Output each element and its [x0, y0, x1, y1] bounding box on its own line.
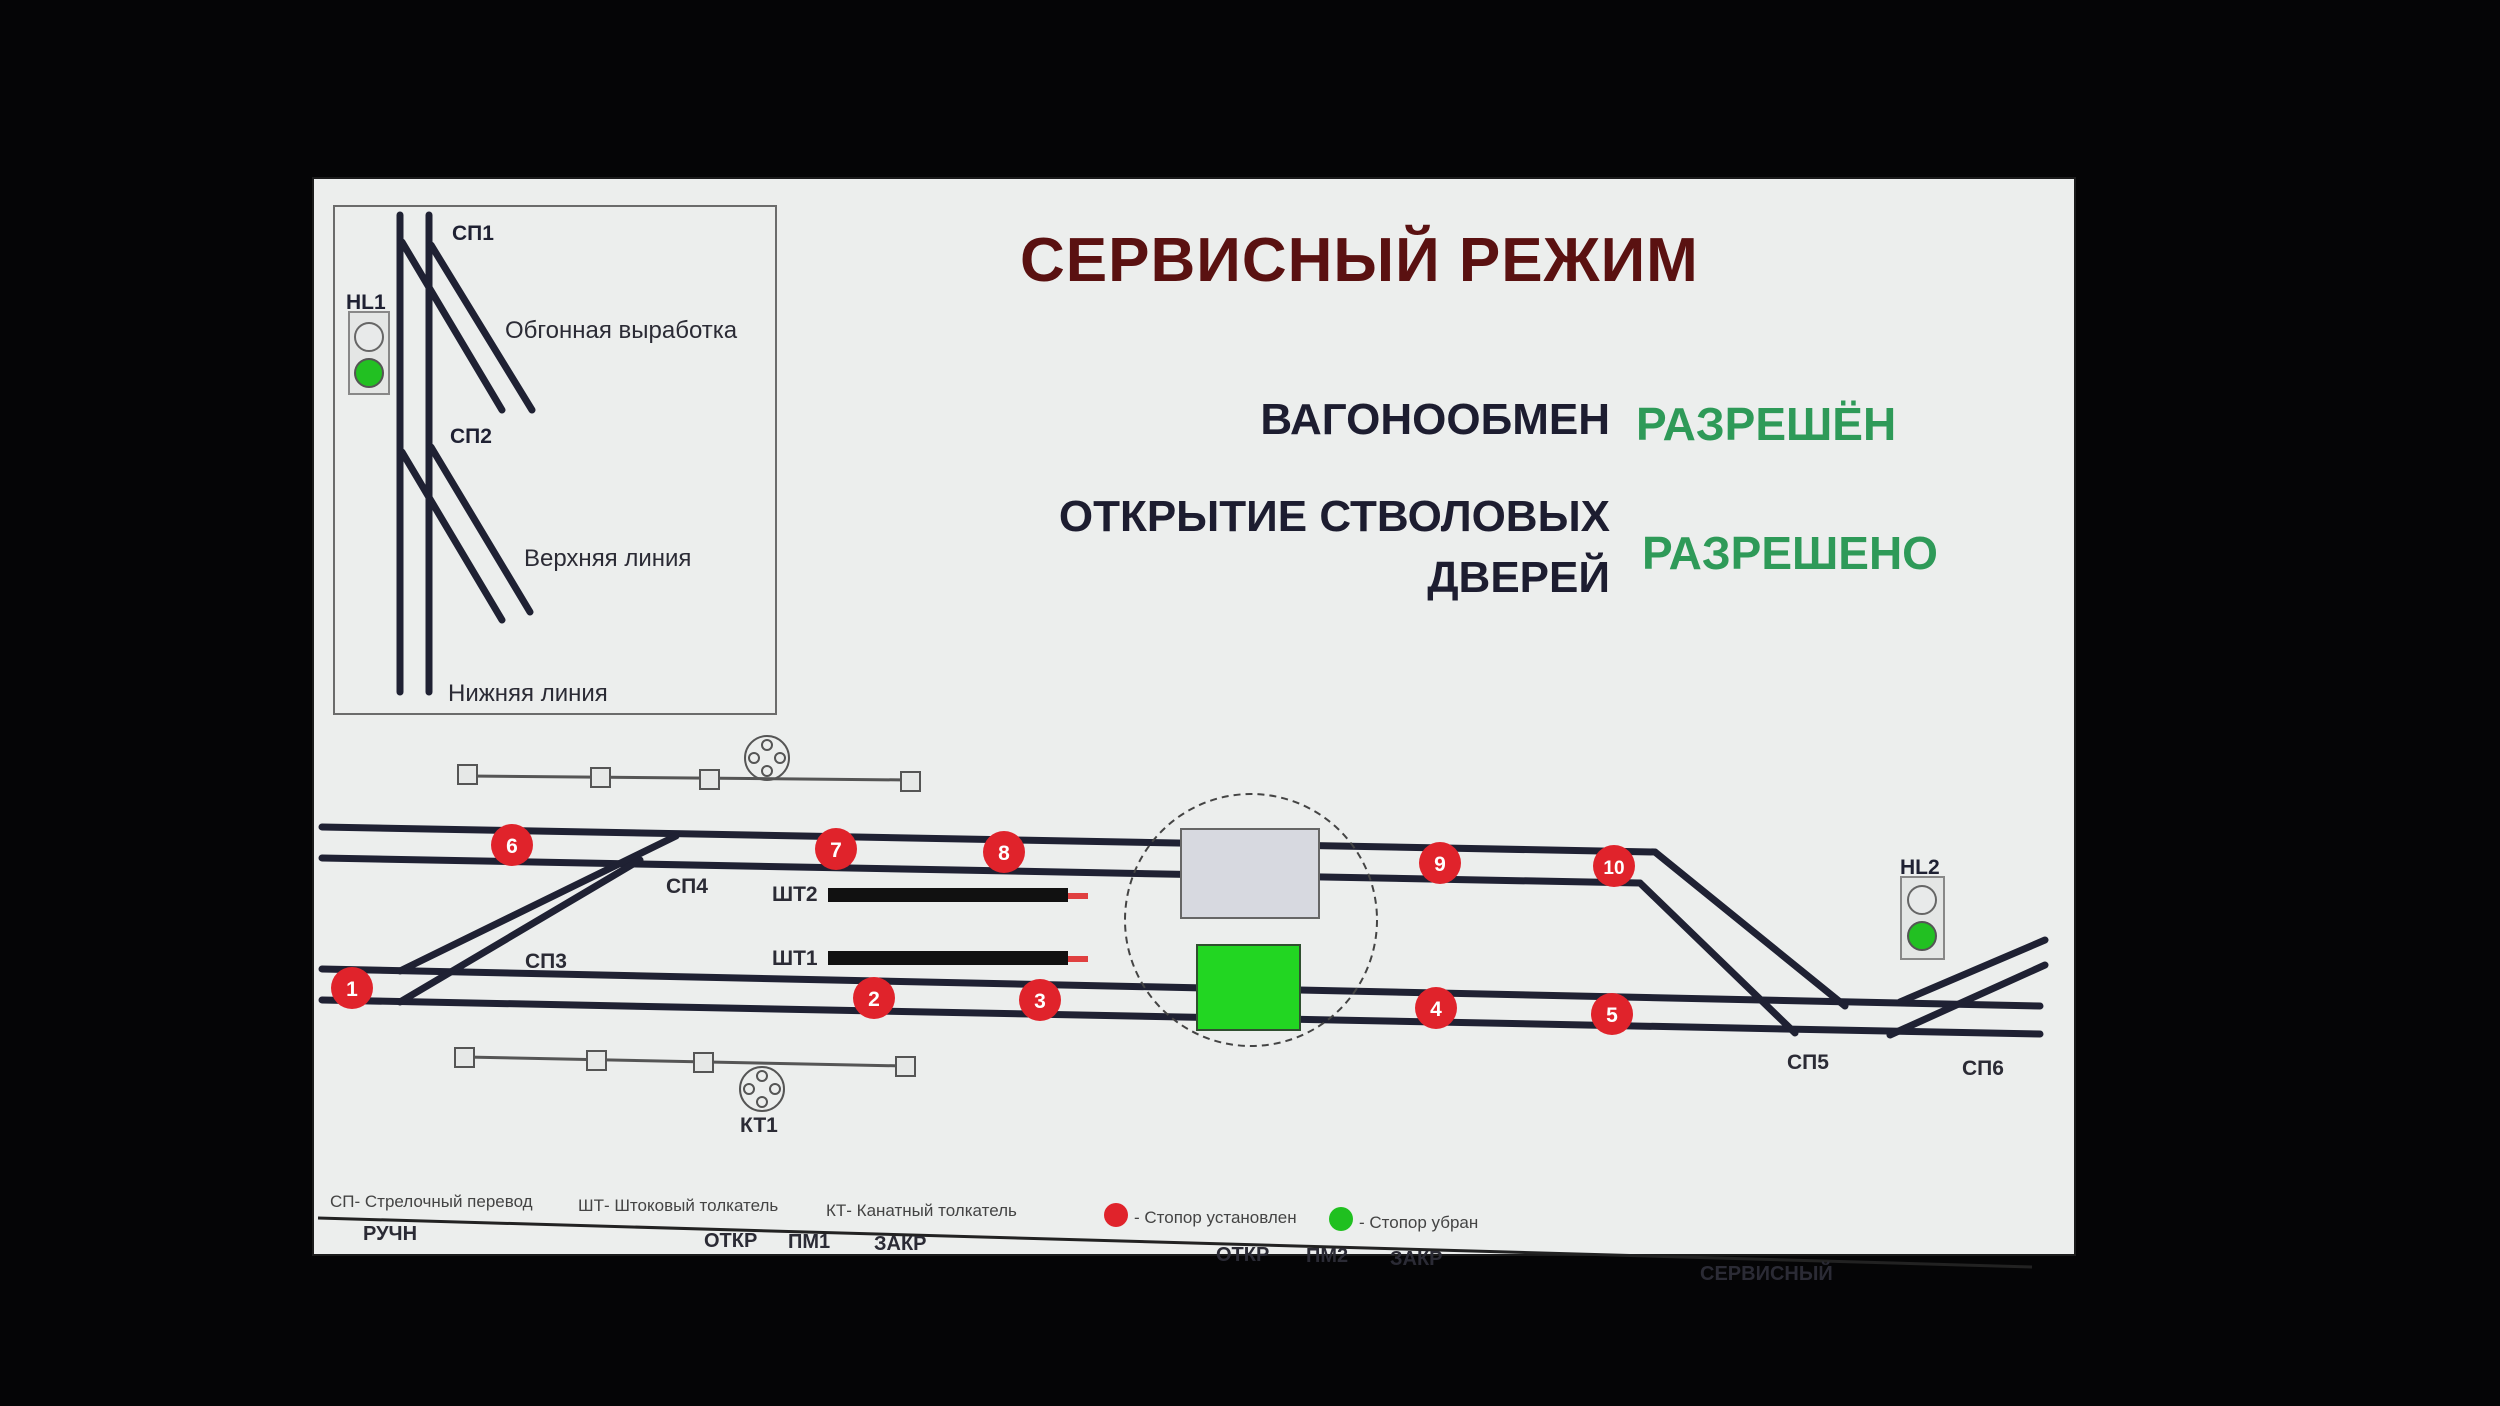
switch-sp3-label: СП3: [525, 950, 567, 973]
sht2-label: ШТ2: [772, 883, 818, 906]
door2-close-label: ЗАКР: [1390, 1248, 1443, 1270]
stopper-3[interactable]: 3: [1019, 979, 1061, 1021]
legend-stopper-removed-icon: [1329, 1207, 1353, 1231]
inset-panel: HL1 СП1 СП2 Обгонная выработка Верхняя л…: [333, 205, 777, 715]
legend-sp: СП- Стрелочный перевод: [330, 1192, 533, 1211]
hmi-screen: [312, 177, 2076, 1256]
shaft-cage: [1124, 793, 1378, 1047]
stopper-10-number: 10: [1603, 858, 1624, 879]
stopper-2[interactable]: 2: [853, 977, 895, 1019]
upper-rope-pusher: [457, 735, 921, 792]
hl1-signal: [348, 311, 390, 395]
hl1-label: HL1: [346, 291, 386, 314]
bottom-bar-divider: [317, 1216, 2033, 1269]
wagon-exchange-status: РАЗРЕШЁН: [1636, 398, 1897, 450]
door-open-status: РАЗРЕШЕНО: [1642, 527, 1938, 579]
kt1-label: КТ1: [740, 1114, 778, 1137]
stopper-7[interactable]: 7: [815, 828, 857, 870]
track-upper-label: Верхняя линия: [524, 545, 691, 572]
stopper-1[interactable]: 1: [331, 967, 373, 1009]
legend-stopper-set: - Стопор установлен: [1134, 1208, 1297, 1227]
stopper-8-number: 8: [998, 842, 1010, 865]
legend-stopper-set-icon: [1104, 1203, 1128, 1227]
door-open-label-line2: ДВЕРЕЙ: [1427, 553, 1610, 602]
track-lower-label: Нижняя линия: [448, 680, 608, 707]
door2-open-label: ОТКР: [1216, 1244, 1269, 1266]
sht1-label: ШТ1: [772, 947, 818, 970]
switch-sp6-label: СП6: [1962, 1057, 2004, 1080]
legend-kt: КТ- Канатный толкатель: [826, 1201, 1017, 1220]
stopper-4[interactable]: 4: [1415, 987, 1457, 1029]
stopper-5[interactable]: 5: [1591, 993, 1633, 1035]
stopper-1-number: 1: [346, 978, 358, 1001]
pm2-label: ПМ2: [1306, 1245, 1348, 1267]
legend-stopper-removed: - Стопор убран: [1359, 1213, 1478, 1232]
legend: СП- Стрелочный перевод ШТ- Штоковый толк…: [330, 1192, 1478, 1232]
inset-switch-sp2-label: СП2: [450, 425, 492, 448]
switch-sp4-label: СП4: [666, 875, 708, 898]
stopper-6[interactable]: 6: [491, 824, 533, 866]
pm1-label: ПМ1: [788, 1231, 830, 1253]
stopper-6-number: 6: [506, 835, 518, 858]
inset-switch-sp1-label: СП1: [452, 222, 494, 245]
wagon-exchange-label: ВАГОНООБМЕН: [1260, 395, 1610, 444]
stopper-8[interactable]: 8: [983, 831, 1025, 873]
page-title: СЕРВИСНЫЙ РЕЖИМ: [1020, 226, 1699, 295]
legend-sht: ШТ- Штоковый толкатель: [578, 1196, 778, 1215]
stopper-5-number: 5: [1606, 1004, 1618, 1027]
mode-manual-label: РУЧН: [363, 1223, 417, 1245]
switch-sp5-label: СП5: [1787, 1051, 1829, 1074]
stopper-7-number: 7: [830, 839, 842, 862]
kt1-rope-pusher: [454, 1047, 916, 1112]
hl2-label: HL2: [1900, 856, 1940, 879]
stopper-2-number: 2: [868, 988, 880, 1011]
sht1-pusher: [828, 951, 1088, 965]
track-overtaking-label: Обгонная выработка: [505, 317, 738, 344]
stopper-10[interactable]: 10: [1593, 845, 1635, 887]
hl2-signal: [1900, 876, 1945, 960]
door1-open-label: ОТКР: [704, 1230, 757, 1252]
door1-close-label: ЗАКР: [874, 1233, 927, 1255]
stopper-4-number: 4: [1430, 998, 1442, 1021]
door-open-label-line1: ОТКРЫТИЕ СТВОЛОВЫХ: [1058, 492, 1610, 541]
sht2-pusher: [828, 888, 1088, 902]
stopper-9-number: 9: [1434, 853, 1446, 876]
mode-service-label: СЕРВИСНЫЙ: [1700, 1261, 1833, 1285]
stopper-9[interactable]: 9: [1419, 842, 1461, 884]
stopper-3-number: 3: [1034, 990, 1046, 1013]
